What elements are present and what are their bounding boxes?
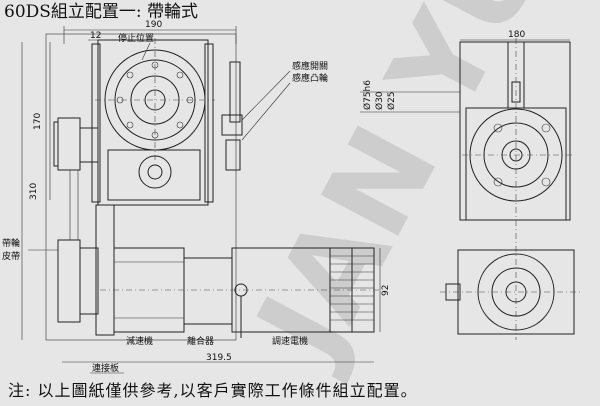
svg-text:319.5: 319.5: [206, 353, 232, 363]
label-motor: 調速電機: [272, 335, 308, 347]
watermark: JAN YU: [228, 0, 572, 387]
page-title: 60DS組立配置一: 帶輪式: [4, 2, 199, 22]
label-reducer: 減速機: [126, 335, 153, 347]
svg-text:190: 190: [145, 20, 162, 30]
clutch: [183, 257, 233, 325]
svg-text:Ø75h6: Ø75h6: [362, 80, 373, 110]
label-sensor-switch: 感應開關: [292, 60, 328, 72]
watermark-text: JAN YU: [228, 0, 572, 387]
label-connecting-plate: 連接板: [92, 362, 119, 374]
front-dimensions: 190 12 170 310 92 319.5: [21, 20, 391, 363]
label-belt: 皮帶: [2, 250, 20, 262]
footer-note: 注: 以上圖紙僅供參考,以客戶實際工作條件組立配置。: [8, 381, 418, 400]
svg-text:12: 12: [90, 31, 101, 41]
label-clutch: 離合器: [187, 335, 214, 347]
label-stop-position: 停止位置: [118, 32, 154, 44]
svg-text:92: 92: [381, 285, 391, 296]
svg-text:310: 310: [29, 183, 39, 200]
front-view: [45, 33, 380, 341]
side-dimensions: 180 Ø75h6 Ø30 Ø25: [360, 30, 570, 113]
svg-text:170: 170: [33, 113, 43, 130]
indexer-body: [97, 39, 209, 206]
label-pulley: 帶輪: [2, 237, 20, 249]
svg-text:180: 180: [508, 30, 525, 40]
side-view: [440, 38, 580, 340]
callouts: 停止位置 感應開關 感應凸輪 帶輪 皮帶 減速機 離合器 調速電機 連接板: [2, 32, 328, 374]
svg-text:Ø25: Ø25: [386, 91, 397, 110]
connecting-plate: [95, 204, 115, 336]
svg-text:Ø30: Ø30: [374, 91, 385, 110]
label-sensor-cam: 感應凸輪: [292, 72, 328, 84]
